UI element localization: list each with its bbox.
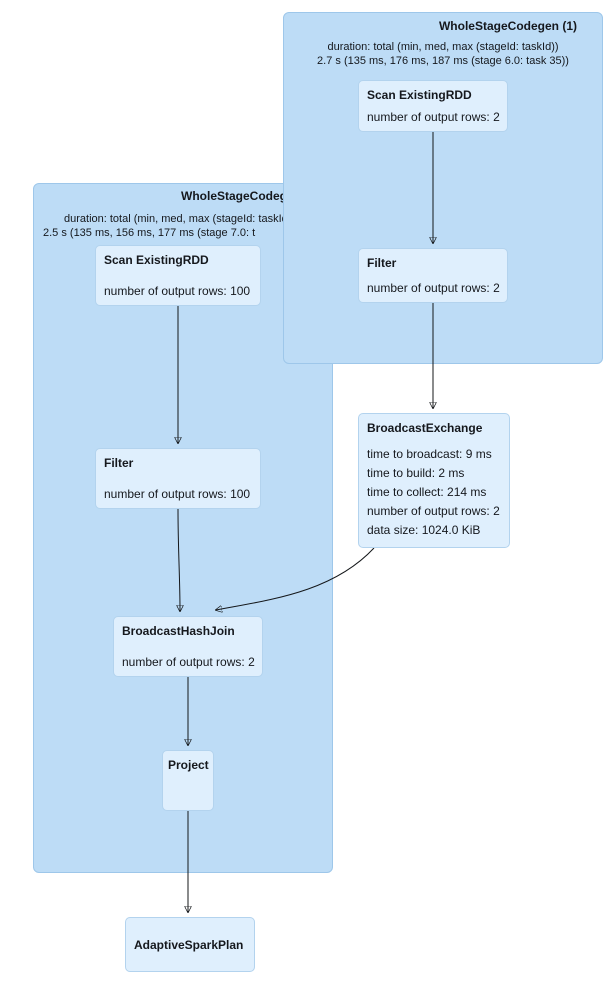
node-title: Filter [367, 256, 397, 270]
node-broadcast-exchange[interactable]: BroadcastExchange time to broadcast: 9 m… [358, 413, 510, 548]
node-metric-time-to-broadcast: time to broadcast: 9 ms [367, 447, 492, 461]
node-title: Filter [104, 456, 134, 470]
node-title: Scan ExistingRDD [104, 253, 209, 267]
cluster-duration-line2: 2.5 s (135 ms, 156 ms, 177 ms (stage 7.0… [43, 227, 256, 239]
cluster-title: WholeStageCodegen (1) [438, 19, 577, 33]
node-filter-1[interactable]: Filter number of output rows: 2 [358, 248, 508, 303]
cluster-duration-line2: 2.7 s (135 ms, 176 ms, 187 ms (stage 6.0… [317, 55, 569, 67]
node-title: BroadcastHashJoin [122, 624, 235, 638]
node-metric-output-rows: number of output rows: 2 [367, 110, 500, 124]
node-title: Scan ExistingRDD [367, 88, 472, 102]
node-adaptive-spark-plan[interactable]: AdaptiveSparkPlan [125, 917, 255, 972]
node-scan-existingrdd-1[interactable]: Scan ExistingRDD number of output rows: … [358, 80, 508, 132]
node-title: AdaptiveSparkPlan [134, 937, 244, 952]
cluster-title: WholeStageCodegen [181, 189, 302, 203]
node-scan-existingrdd-2[interactable]: Scan ExistingRDD number of output rows: … [95, 245, 261, 306]
node-title: BroadcastExchange [367, 421, 483, 435]
cluster-wholestagecodegen-1: WholeStageCodegen (1) duration: total (m… [283, 12, 603, 364]
node-metric-output-rows: number of output rows: 2 [367, 281, 500, 295]
node-title: Project [168, 758, 209, 772]
node-filter-2[interactable]: Filter number of output rows: 100 [95, 448, 261, 509]
node-broadcast-hash-join[interactable]: BroadcastHashJoin number of output rows:… [113, 616, 263, 677]
node-metric-output-rows: number of output rows: 100 [104, 487, 251, 501]
node-metric-output-rows: number of output rows: 2 [122, 655, 255, 669]
node-metric-data-size: data size: 1024.0 KiB [367, 523, 481, 537]
node-metric-output-rows: number of output rows: 100 [104, 284, 251, 298]
node-metric-output-rows: number of output rows: 2 [367, 504, 500, 518]
cluster-duration-line1: duration: total (min, med, max (stageId:… [327, 41, 559, 53]
node-metric-time-to-build: time to build: 2 ms [367, 466, 465, 480]
cluster-duration-line1: duration: total (min, med, max (stageId:… [64, 213, 296, 225]
node-project[interactable]: Project [162, 750, 214, 811]
node-metric-time-to-collect: time to collect: 214 ms [367, 485, 487, 499]
node-metrics: time to broadcast: 9 ms time to build: 2… [367, 445, 501, 540]
